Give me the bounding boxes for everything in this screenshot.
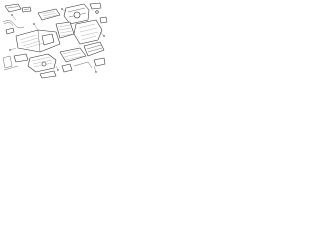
diagram-canvas <box>2 2 108 79</box>
right-module <box>73 16 108 45</box>
lower-right-duct <box>59 41 105 63</box>
upper-center-duct <box>37 8 61 21</box>
heater-core <box>55 21 75 39</box>
upper-left-vent-duct <box>4 3 32 13</box>
blower-housing <box>63 2 102 25</box>
left-hoses <box>2 20 25 35</box>
callout-markers <box>9 8 105 73</box>
main-case <box>15 29 61 53</box>
bottom-parts <box>39 57 106 79</box>
lower-left-bracket <box>2 53 29 71</box>
parts-diagram <box>0 0 109 80</box>
lower-center-duct <box>27 53 57 73</box>
